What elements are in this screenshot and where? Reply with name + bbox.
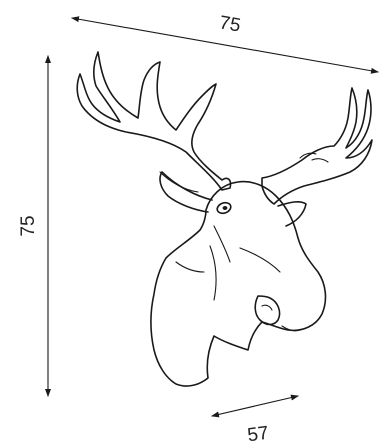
height-dimension: 75 bbox=[18, 55, 51, 397]
eye bbox=[216, 201, 232, 215]
top-width-arrow bbox=[71, 16, 379, 74]
right-antler-tine-b bbox=[311, 158, 329, 163]
mouth-line bbox=[281, 325, 301, 332]
cheek-line bbox=[209, 245, 217, 301]
snout-ridge bbox=[239, 247, 281, 273]
eye-pupil bbox=[222, 206, 228, 210]
depth-dimension: 57 bbox=[211, 394, 299, 447]
depth-arrow bbox=[211, 394, 299, 418]
top-width-dimension: 75 bbox=[71, 12, 379, 74]
moose-head-illustration bbox=[76, 51, 373, 387]
right-antler-tine-a bbox=[299, 152, 317, 159]
head-outline bbox=[150, 180, 327, 387]
face-ridge bbox=[213, 225, 231, 263]
nostril bbox=[254, 295, 281, 326]
left-antler bbox=[76, 51, 232, 191]
right-ear bbox=[277, 201, 307, 227]
right-antler bbox=[261, 87, 373, 205]
top-width-label: 75 bbox=[218, 12, 242, 36]
neck-fold bbox=[175, 261, 205, 273]
depth-label: 57 bbox=[246, 423, 270, 447]
nostril-inner bbox=[261, 304, 273, 311]
left-ear bbox=[159, 171, 213, 213]
height-label: 75 bbox=[18, 215, 39, 236]
